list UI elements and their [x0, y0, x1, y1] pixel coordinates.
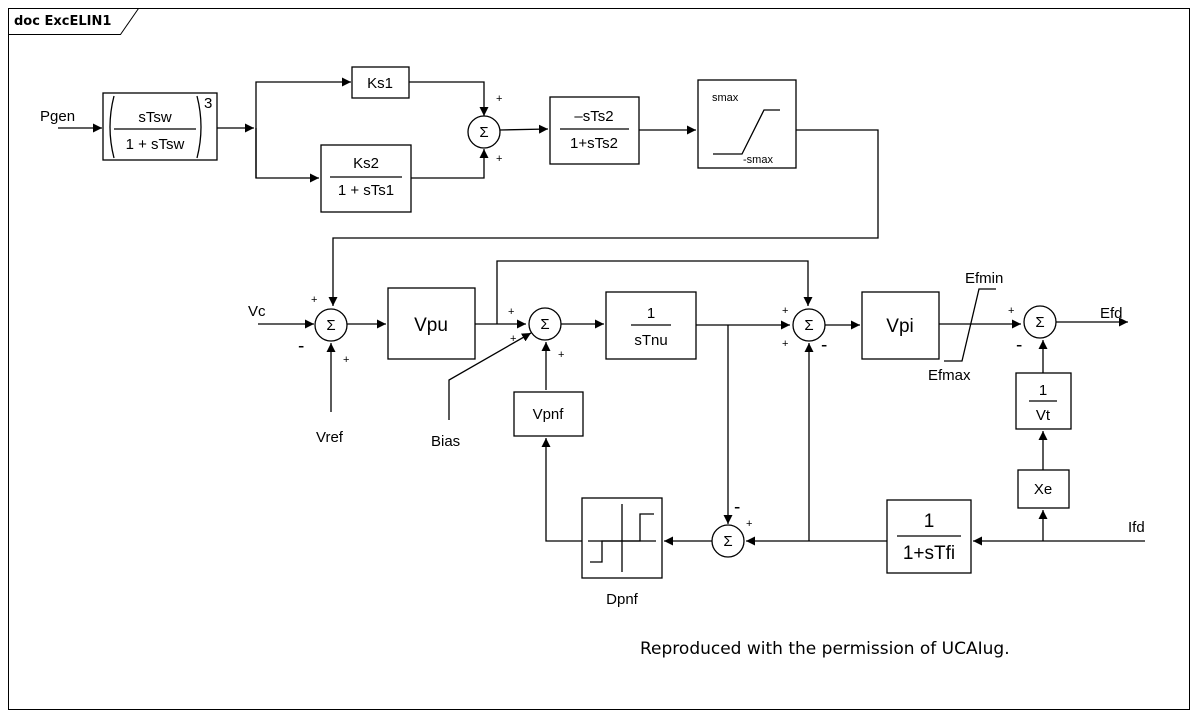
- sum2-sign-bottom: +: [343, 354, 349, 366]
- sum3-sign-bias: +: [510, 333, 516, 345]
- dpnf-characteristic: [590, 513, 654, 563]
- sum5-sign-left: +: [1008, 305, 1014, 317]
- vt-gain-denominator: Vt: [1036, 407, 1051, 424]
- washout-paren-right: [196, 95, 202, 159]
- sum3-sign-left: +: [508, 306, 514, 318]
- sum6-sign-top: -: [734, 497, 740, 518]
- xe-label: Xe: [1034, 481, 1052, 498]
- vpu-label: Vpu: [414, 315, 448, 336]
- sum4-sign-bottom: -: [821, 335, 827, 356]
- limiter-block: [697, 79, 797, 169]
- sum-junction-output-symbol: Σ: [1035, 314, 1044, 331]
- washout-block: [102, 92, 218, 161]
- sum-junction-deadband-symbol: Σ: [723, 533, 732, 550]
- diagram-tab-title: doc ExcELIN1: [14, 14, 111, 29]
- efd-limit-max-label: Efmin: [965, 270, 1003, 287]
- input-pgen: Pgen: [40, 108, 75, 125]
- sum3-sign-bottom: +: [558, 349, 564, 361]
- sum2-sign-top: +: [311, 294, 317, 306]
- lead-block: [549, 96, 640, 165]
- sum-junction-voltage-symbol: Σ: [326, 317, 335, 334]
- xe-block: [1017, 469, 1070, 509]
- vpi-block: [861, 291, 940, 360]
- lead-numerator: –sTs2: [574, 108, 613, 125]
- sum-junction-integrator-symbol: Σ: [540, 316, 549, 333]
- sum4-sign-left: +: [782, 338, 788, 350]
- dpnf-label: Dpnf: [606, 591, 639, 608]
- ifd-filter-denominator: 1+sTfi: [903, 543, 955, 564]
- washout-exponent: 3: [204, 95, 212, 112]
- diagram-frame: [8, 8, 1190, 710]
- vt-gain-numerator: 1: [1039, 382, 1047, 399]
- output-efd: Efd: [1100, 305, 1123, 322]
- sum6-sign-right: +: [746, 518, 752, 530]
- vpu-block: [387, 287, 476, 360]
- efd-limit-min-label: Efmax: [928, 367, 971, 384]
- vpnf-label: Vpnf: [533, 406, 565, 423]
- ks2-denominator: 1 + sTs1: [338, 182, 394, 199]
- sum-junction-voltage: [314, 308, 348, 342]
- integrator-denominator: sTnu: [634, 332, 667, 349]
- sum1-sign-bottom: +: [496, 153, 502, 165]
- integrator-numerator: 1: [647, 305, 655, 322]
- diagram-tab: [8, 8, 139, 35]
- ks2-block: [320, 144, 412, 213]
- lead-denominator: 1+sTs2: [570, 135, 618, 152]
- permission-note: Reproduced with the permission of UCAIug…: [640, 639, 1010, 659]
- washout-denominator: 1 + sTsw: [126, 136, 185, 153]
- sum5-sign-bottom: -: [1016, 335, 1022, 356]
- input-vc: Vc: [248, 303, 266, 320]
- sum-junction-pi-symbol: Σ: [804, 317, 813, 334]
- input-vref: Vref: [316, 429, 344, 446]
- sum1-sign-top: +: [496, 93, 502, 105]
- sum-junction-stabilizer: [467, 115, 501, 149]
- ks1-block: [351, 66, 410, 99]
- vpi-label: Vpi: [886, 316, 913, 337]
- vpnf-block: [513, 391, 584, 437]
- sum2-sign-left: -: [298, 336, 304, 357]
- input-ifd: Ifd: [1128, 519, 1145, 536]
- ifd-filter-numerator: 1: [924, 511, 935, 532]
- limiter-curve: [713, 109, 780, 155]
- ks2-numerator: Ks2: [353, 155, 379, 172]
- input-bias: Bias: [431, 433, 460, 450]
- sum4-sign-top: +: [782, 305, 788, 317]
- sum-junction-stabilizer-symbol: Σ: [479, 124, 488, 141]
- washout-paren-left: [109, 95, 115, 159]
- limiter-min-label: -smax: [743, 154, 773, 166]
- washout-numerator: sTsw: [138, 109, 172, 126]
- ks1-label: Ks1: [367, 75, 393, 92]
- limiter-max-label: smax: [712, 92, 739, 104]
- efd-limit-line: [944, 288, 996, 362]
